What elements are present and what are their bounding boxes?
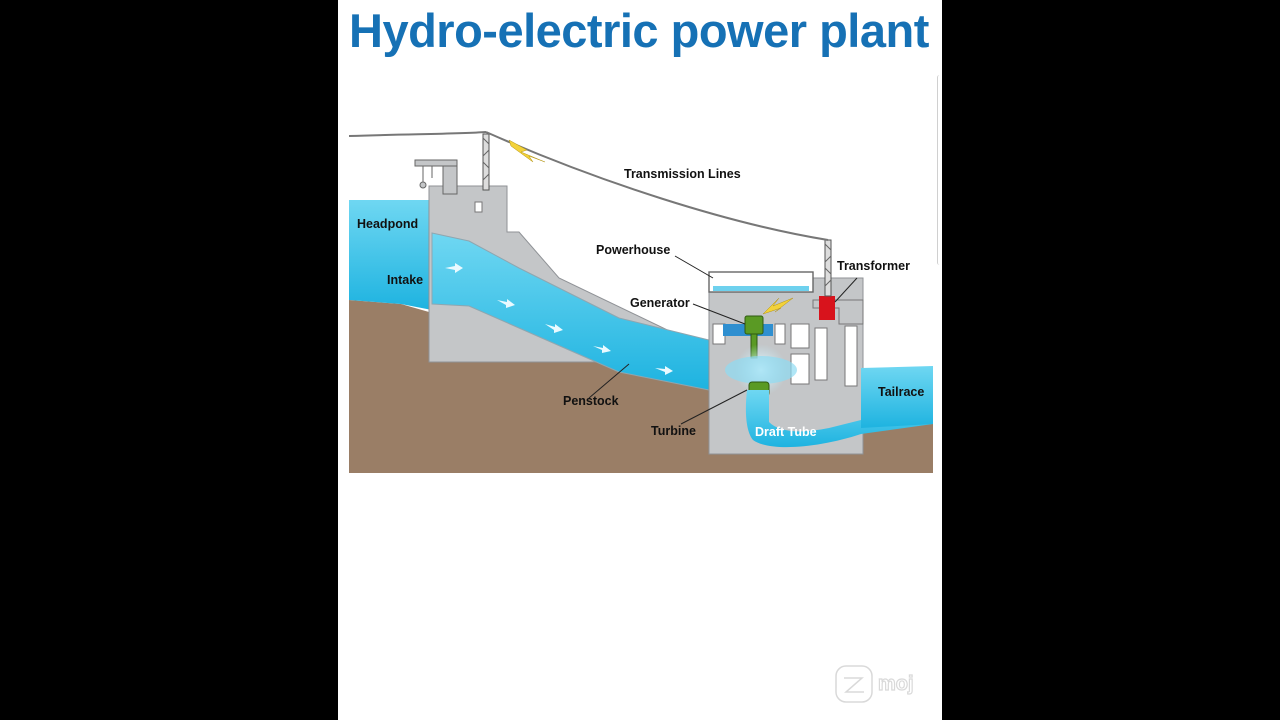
- line-spark: [508, 139, 546, 163]
- ground: [349, 300, 707, 473]
- page-canvas: Hydro-electric power plant: [338, 0, 942, 720]
- dam-crane: [414, 159, 458, 195]
- powerhouse-windows: [712, 323, 858, 387]
- page-title: Hydro-electric power plant: [349, 4, 929, 57]
- turbine-case: [725, 356, 797, 384]
- label-tailrace: Tailrace: [878, 385, 924, 399]
- dam-window: [474, 201, 483, 213]
- label-generator: Generator: [630, 296, 690, 310]
- label-transformer: Transformer: [837, 259, 910, 273]
- flow-arrows: [445, 263, 673, 375]
- label-turbine: Turbine: [651, 424, 696, 438]
- crane-rail: [713, 286, 809, 291]
- transmission-tower-left: [482, 133, 490, 191]
- label-penstock: Penstock: [563, 394, 619, 408]
- transmission-line-main: [485, 131, 829, 241]
- transmission-tower-right: [824, 239, 832, 297]
- watermark-text: moj: [878, 673, 914, 695]
- scroll-indicator: [937, 75, 942, 265]
- label-transmission-lines: Transmission Lines: [624, 167, 741, 181]
- transmission-line-left: [349, 131, 487, 137]
- transformer-box: [819, 296, 835, 320]
- leader-lines: [588, 255, 858, 425]
- watermark-logo-icon: [835, 665, 873, 703]
- label-intake: Intake: [387, 273, 423, 287]
- label-draft-tube: Draft Tube: [755, 425, 817, 439]
- powerhouse-spark: [762, 297, 794, 315]
- label-powerhouse: Powerhouse: [596, 243, 670, 257]
- moj-watermark: moj: [835, 665, 914, 703]
- headpond-water: [349, 200, 432, 310]
- label-headpond: Headpond: [357, 217, 418, 231]
- hydro-plant-diagram: Transmission Lines Headpond Intake Power…: [349, 131, 933, 473]
- tailrace-water: [861, 366, 933, 428]
